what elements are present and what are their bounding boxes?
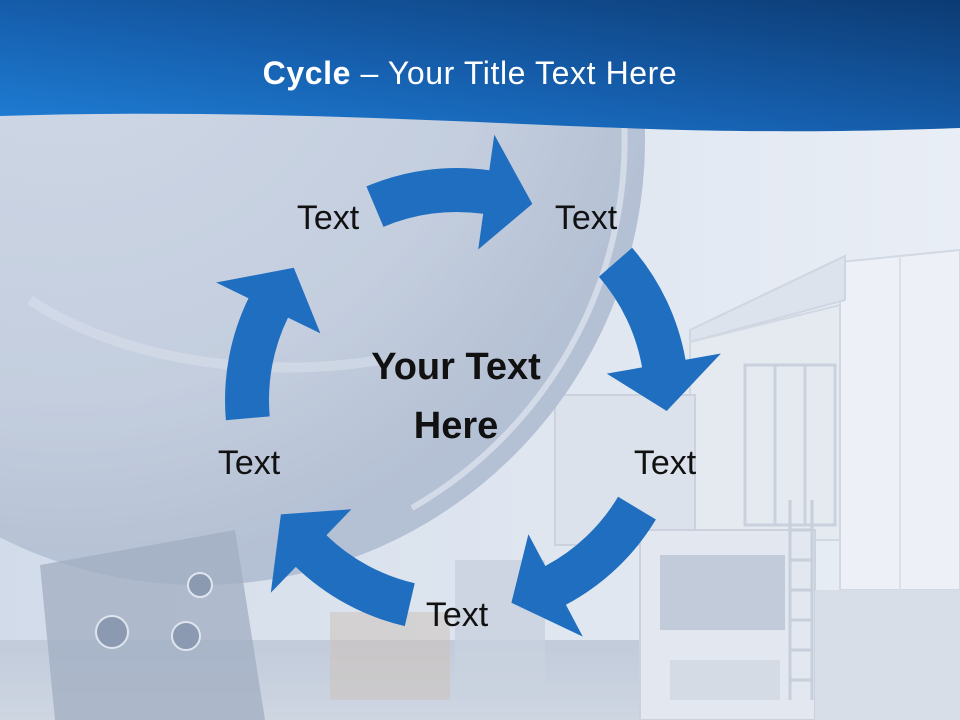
catering-truck bbox=[554, 248, 960, 720]
slide-title: Cycle – Your Title Text Here bbox=[0, 53, 940, 93]
vehicle-light bbox=[187, 572, 213, 598]
fuselage-reflection bbox=[27, 295, 381, 373]
cycle-arrow-3 bbox=[511, 496, 656, 637]
ground-equipment bbox=[40, 530, 545, 720]
cycle-label-4: Text bbox=[425, 596, 489, 634]
cycle-label-5: Text bbox=[217, 444, 281, 482]
vehicle-light bbox=[95, 615, 129, 649]
airplane-fuselage bbox=[0, 0, 645, 585]
cycle-arrow-4 bbox=[270, 509, 415, 627]
header-band bbox=[0, 0, 960, 132]
vehicle-light bbox=[171, 621, 201, 651]
truck-lower-equipment bbox=[815, 590, 960, 720]
cycle-arrow-5 bbox=[216, 267, 321, 421]
stair-trolley bbox=[330, 612, 450, 700]
cycle-arrow-2 bbox=[598, 247, 721, 411]
fuselage-highlight bbox=[410, 102, 628, 511]
cycle-arrow-1 bbox=[366, 134, 533, 250]
truck-roof bbox=[689, 254, 846, 344]
cab-grille bbox=[670, 660, 780, 700]
header-wave bbox=[0, 0, 960, 132]
cycle-center-text: Your Text Here bbox=[371, 346, 541, 447]
fuselage-body bbox=[0, 0, 645, 585]
cab-windshield bbox=[660, 555, 785, 630]
title-bold-part: Cycle bbox=[262, 55, 352, 91]
cycle-label-1: Text bbox=[296, 199, 360, 237]
title-rest-part: – Your Title Text Here bbox=[351, 55, 678, 91]
cycle-label-2: Text bbox=[554, 199, 618, 237]
cycle-label-3: Text bbox=[633, 444, 697, 482]
